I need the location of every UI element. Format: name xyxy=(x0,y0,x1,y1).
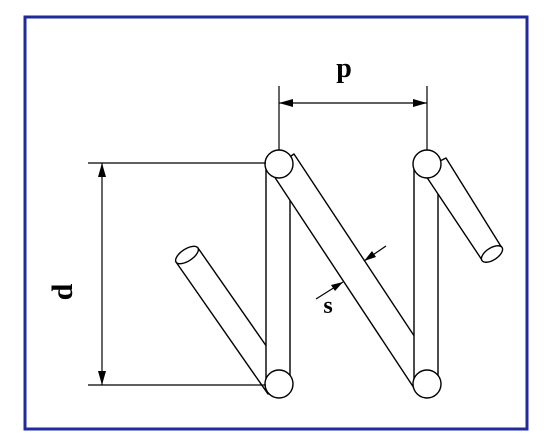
pitch-arrow-left xyxy=(279,99,293,107)
joint-bottom-left xyxy=(264,369,294,399)
diameter-arrow-bottom xyxy=(98,371,106,385)
wire-segment-back-right xyxy=(413,164,439,386)
diameter-arrow-top xyxy=(98,163,106,177)
spring-wire xyxy=(174,149,504,399)
diameter-dimension xyxy=(88,162,266,386)
wire-end-exit xyxy=(480,245,504,263)
pitch-arrow-right xyxy=(413,99,427,107)
pitch-label: p xyxy=(336,53,352,84)
thickness-arrow-upper xyxy=(364,251,376,261)
joint-top-left xyxy=(264,149,294,179)
joint-top-right xyxy=(412,149,442,179)
wire-end-entry xyxy=(174,245,200,265)
pitch-dimension xyxy=(278,86,428,150)
thickness-dimension xyxy=(315,245,387,300)
thickness-arrow-lower xyxy=(331,282,343,291)
wire-segment-back-left xyxy=(265,164,291,386)
joint-bottom-right xyxy=(412,369,442,399)
diameter-label: d xyxy=(46,283,79,300)
thickness-label: s xyxy=(323,293,332,319)
